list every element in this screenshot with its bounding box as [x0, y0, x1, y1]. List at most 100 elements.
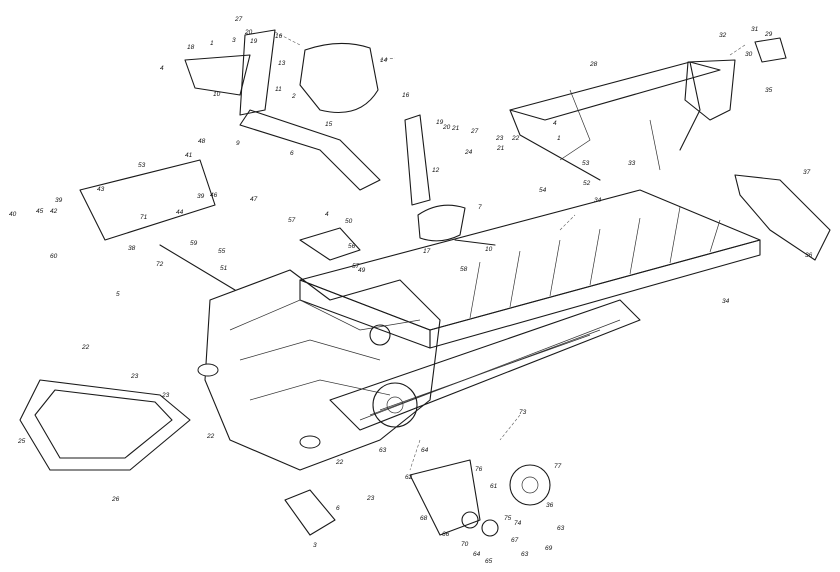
- callout-label: 36: [546, 502, 554, 509]
- rear-rack: [509, 61, 721, 181]
- rod-10: [454, 239, 496, 246]
- callout-label: 9: [236, 140, 240, 147]
- callout-label: 23: [130, 373, 139, 380]
- rear-flap: [734, 174, 831, 261]
- callout-label: 57: [288, 217, 296, 224]
- callout-label: 63: [557, 525, 565, 532]
- callout-label: 22: [511, 135, 520, 142]
- callout-label: 39: [197, 193, 205, 200]
- callout-label: 68: [420, 515, 428, 522]
- callout-label: 51: [220, 265, 228, 272]
- callout-label: 34: [722, 298, 730, 305]
- callout-label: 23: [495, 135, 504, 142]
- callout-label: 54: [539, 187, 547, 194]
- callout-label: 47: [250, 196, 258, 203]
- callout-label: 4: [160, 65, 164, 72]
- callout-label: 35: [765, 87, 773, 94]
- leader-lines: [274, 31, 746, 471]
- callout-label: 52: [583, 180, 591, 187]
- callout-label: 4: [553, 120, 557, 127]
- callout-label: 69: [545, 545, 553, 552]
- callout-label: 1: [210, 40, 214, 47]
- callout-label: 58: [460, 266, 468, 273]
- callout-label: 26: [111, 496, 120, 503]
- callout-label: 64: [473, 551, 481, 558]
- callout-label: 22: [335, 459, 344, 466]
- callout-label: 25: [17, 438, 26, 445]
- callout-label: 49: [358, 267, 366, 274]
- callout-label: 59: [190, 240, 198, 247]
- callout-label: 29: [764, 31, 773, 38]
- callout-label: 23: [366, 495, 375, 502]
- callout-label: 23: [161, 392, 170, 399]
- callout-label: 19: [250, 38, 258, 45]
- left-plate: [239, 29, 276, 116]
- callout-label: 28: [589, 61, 598, 68]
- callout-label: 17: [423, 248, 431, 255]
- callout-label: 30: [745, 51, 753, 58]
- callout-labels: 27 20 19 16 18 1 3 13 4 10 11 2 14 16 9 …: [9, 16, 813, 565]
- callout-label: 62: [405, 474, 413, 481]
- callout-label: 27: [234, 16, 243, 23]
- front-plate: [79, 159, 216, 241]
- callout-label: 42: [50, 208, 58, 215]
- callout-label: 61: [490, 483, 498, 490]
- callout-label: 50: [345, 218, 353, 225]
- callout-label: 24: [464, 149, 473, 156]
- callout-label: 14: [380, 57, 388, 64]
- callout-label: 53: [138, 162, 146, 169]
- callout-label: 55: [218, 248, 226, 255]
- callout-label: 16: [275, 33, 283, 40]
- rod-59: [159, 244, 236, 291]
- callout-label: 4: [325, 211, 329, 218]
- callout-label: 20: [442, 124, 451, 131]
- callout-label: 15: [325, 121, 333, 128]
- callout-label: 53: [582, 160, 590, 167]
- callout-label: 70: [461, 541, 469, 548]
- callout-label: 60: [50, 253, 58, 260]
- callout-label: 45: [36, 208, 44, 215]
- callout-label: 2: [291, 93, 296, 100]
- callout-label: 63: [379, 447, 387, 454]
- callout-label: 36: [805, 252, 813, 259]
- callout-label: 3: [232, 37, 236, 44]
- callout-label: 41: [185, 152, 193, 159]
- chaincase-assembly: [409, 459, 551, 537]
- callout-label: 6: [290, 150, 294, 157]
- callout-label: 10: [485, 246, 493, 253]
- callout-label: 44: [176, 209, 184, 216]
- callout-label: 21: [496, 145, 505, 152]
- callout-label: 3: [313, 542, 317, 549]
- callout-label: 13: [278, 60, 286, 67]
- callout-label: 19: [436, 119, 444, 126]
- taillight: [754, 37, 787, 63]
- callout-label: 27: [470, 128, 479, 135]
- lower-bracket: [284, 489, 336, 536]
- steering-post: [299, 227, 361, 261]
- front-chassis: [197, 269, 441, 471]
- callout-label: 71: [140, 214, 148, 221]
- front-bumper: [19, 379, 191, 471]
- callout-label: 40: [9, 211, 17, 218]
- steering-support: [404, 114, 431, 206]
- fuel-tank: [299, 42, 379, 114]
- callout-label: 5: [116, 291, 120, 298]
- callout-label: 74: [514, 520, 522, 527]
- rear-bracket: [684, 59, 736, 121]
- callout-label: 1: [557, 135, 561, 142]
- callout-label: 38: [128, 245, 136, 252]
- callout-label: 31: [751, 26, 759, 33]
- callout-label: 33: [628, 160, 636, 167]
- callout-label: 43: [97, 186, 105, 193]
- callout-label: 39: [55, 197, 63, 204]
- callout-label: 32: [719, 32, 727, 39]
- callout-label: 6: [336, 505, 340, 512]
- callout-label: 63: [521, 551, 529, 558]
- callout-label: 21: [451, 125, 460, 132]
- callout-label: 67: [511, 537, 519, 544]
- left-upper-bracket: [184, 54, 251, 96]
- callout-label: 22: [81, 344, 90, 351]
- callout-label: 34: [594, 197, 602, 204]
